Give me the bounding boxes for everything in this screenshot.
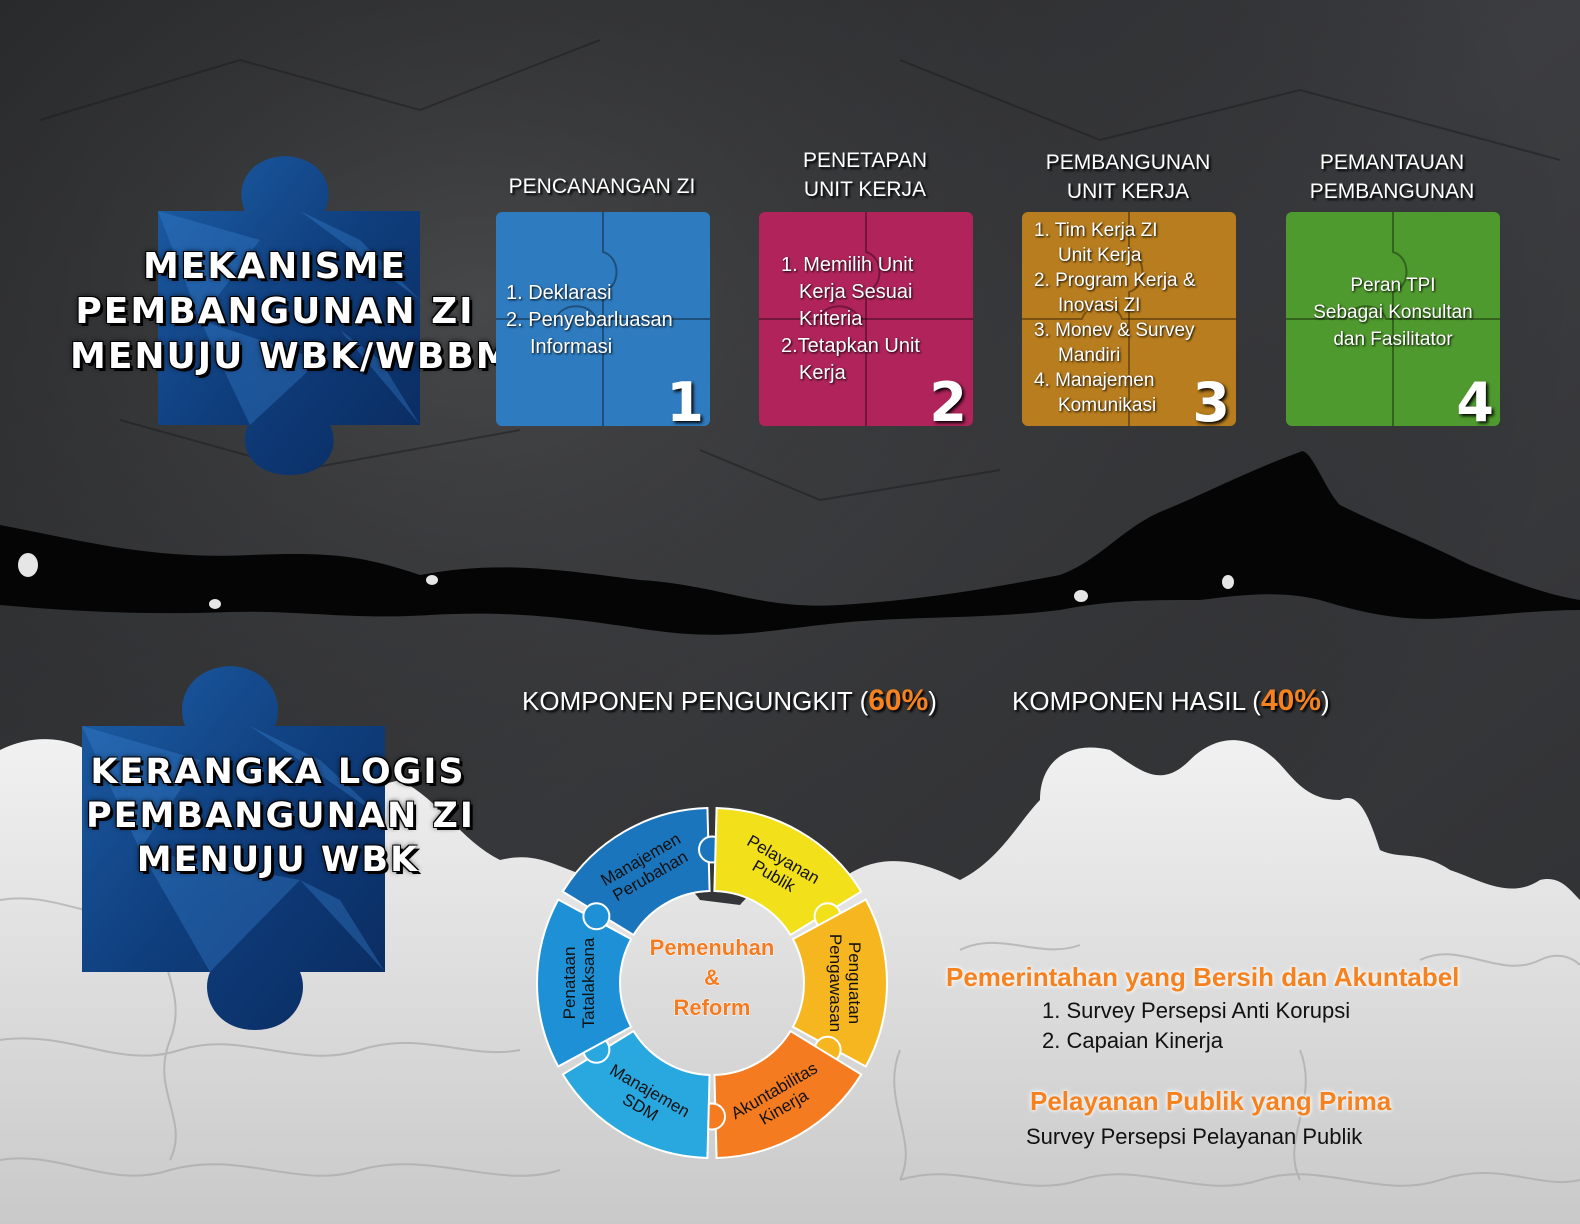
cycle-segment xyxy=(791,898,888,1068)
result-head-1: Pemerintahan yang Bersih dan Akuntabel xyxy=(946,962,1460,992)
step2-item: Kriteria xyxy=(799,308,863,330)
step1-title-line: PENCANANGAN ZI xyxy=(508,175,696,198)
step1-items: 1. Deklarasi 2. Penyebarluasan Informasi xyxy=(506,280,673,361)
step4-title: PEMANTAUAN PEMBANGUNAN xyxy=(1262,148,1522,206)
step3-item: Inovasi ZI xyxy=(1058,295,1141,316)
komponen-hasil: KOMPONEN HASIL (40%) xyxy=(1012,684,1330,718)
cycle-segment-knob xyxy=(582,902,611,931)
result-head-2: Pelayanan Publik yang Prima xyxy=(1030,1086,1392,1116)
step1-item: 1. Deklarasi xyxy=(506,282,612,304)
blue-puzzle-tile-bottom xyxy=(82,666,385,1030)
crack xyxy=(0,451,1580,635)
section1-title-line: MENUJU WBK/WBBM xyxy=(70,336,514,377)
step3-item: Unit Kerja xyxy=(1058,245,1142,266)
step3-number: 3 xyxy=(1192,371,1230,434)
cycle-segment xyxy=(713,1029,863,1159)
step3-item: Mandiri xyxy=(1058,345,1121,366)
step2-items: 1. Memilih Unit Kerja Sesuai Kriteria 2.… xyxy=(781,252,920,387)
step3-item: 2. Program Kerja & xyxy=(1034,270,1196,291)
cycle-segment xyxy=(536,898,633,1068)
step3-item: 3. Monev & Survey xyxy=(1034,320,1195,341)
step2-item: Kerja Sesuai xyxy=(799,281,913,303)
step1-title: PENCANANGAN ZI xyxy=(472,172,732,201)
komponen-pengungkit: KOMPONEN PENGUNGKIT (60%) xyxy=(522,684,937,718)
step4-card: Peran TPI Sebagai Konsultan dan Fasilita… xyxy=(1286,212,1500,434)
cycle-center-label: & xyxy=(704,965,720,990)
step2-title-line: PENETAPAN xyxy=(802,149,928,172)
step1-number: 1 xyxy=(666,371,704,434)
step1-card: 1. Deklarasi 2. Penyebarluasan Informasi… xyxy=(496,212,710,434)
komponen-pengungkit-pct: 60% xyxy=(868,684,929,717)
result-item: Survey Persepsi Pelayanan Publik xyxy=(1026,1124,1363,1149)
cycle-segment-label: PenguatanPengawasan xyxy=(826,934,864,1032)
cycle-center-label: Pemenuhan xyxy=(650,935,775,960)
section2-title-line: PEMBANGUNAN ZI xyxy=(86,796,475,836)
white-puzzle-field xyxy=(0,739,1580,1224)
step3-card: 1. Tim Kerja ZI Unit Kerja 2. Program Ke… xyxy=(1022,212,1236,434)
step4-item: Peran TPI xyxy=(1350,275,1436,296)
step2-title-line: UNIT KERJA xyxy=(803,178,927,201)
step4-item: dan Fasilitator xyxy=(1333,329,1453,350)
step4-title-line: PEMANTAUAN xyxy=(1319,151,1465,174)
step2-title: PENETAPAN UNIT KERJA xyxy=(735,146,995,204)
step1-item: 2. Penyebarluasan xyxy=(506,309,673,331)
section2-title-line: KERANGKA LOGIS xyxy=(90,752,466,792)
cycle-segment-label: PenataanTatalaksana xyxy=(560,937,598,1028)
step4-items: Peran TPI Sebagai Konsultan dan Fasilita… xyxy=(1286,272,1500,353)
section1-title-line: PEMBANGUNAN ZI xyxy=(75,291,475,332)
step3-item: 1. Tim Kerja ZI xyxy=(1034,220,1158,241)
section2-title: KERANGKA LOGIS PEMBANGUNAN ZI MENUJU WBK xyxy=(86,750,475,882)
step2-item: 1. Memilih Unit xyxy=(781,254,914,276)
section1-title-line: MEKANISME xyxy=(142,246,408,287)
step4-number: 4 xyxy=(1456,371,1494,434)
step1-item: Informasi xyxy=(530,336,613,358)
step2-item: 2.Tetapkan Unit xyxy=(781,335,920,357)
result-item: 1. Survey Persepsi Anti Korupsi xyxy=(1042,998,1351,1023)
step3-item: Komunikasi xyxy=(1058,395,1157,416)
step2-card: 1. Memilih Unit Kerja Sesuai Kriteria 2.… xyxy=(759,212,973,434)
step3-title-line: UNIT KERJA xyxy=(1066,180,1190,203)
blue-puzzle-tile-top xyxy=(158,156,420,475)
section1-title: MEKANISME PEMBANGUNAN ZI MENUJU WBK/WBBM xyxy=(70,244,514,379)
step4-item: Sebagai Konsultan xyxy=(1313,302,1473,323)
komponen-hasil-close: ) xyxy=(1321,686,1330,716)
step3-title-line: PEMBANGUNAN xyxy=(1045,151,1211,174)
step3-title: PEMBANGUNAN UNIT KERJA xyxy=(998,148,1258,206)
step2-item: Kerja xyxy=(799,362,846,384)
step2-number: 2 xyxy=(929,371,967,434)
komponen-pengungkit-label: KOMPONEN PENGUNGKIT ( xyxy=(522,686,869,716)
komponen-pengungkit-close: ) xyxy=(928,686,937,716)
komponen-hasil-label: KOMPONEN HASIL ( xyxy=(1012,686,1261,716)
cycle-center-label: Reform xyxy=(673,995,750,1020)
section2-title-line: MENUJU WBK xyxy=(136,840,420,880)
step4-title-line: PEMBANGUNAN xyxy=(1309,180,1475,203)
result-item: 2. Capaian Kinerja xyxy=(1042,1028,1224,1053)
step3-item: 4. Manajemen xyxy=(1034,370,1155,391)
komponen-hasil-pct: 40% xyxy=(1260,684,1322,717)
step3-items: 1. Tim Kerja ZI Unit Kerja 2. Program Ke… xyxy=(1034,218,1196,418)
